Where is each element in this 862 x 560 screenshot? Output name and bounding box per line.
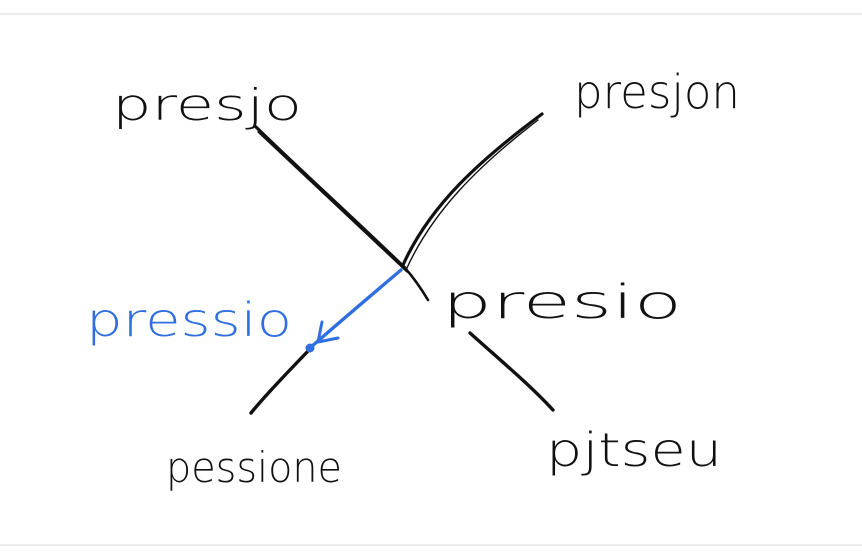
label-bottom-left: pessione (166, 443, 342, 492)
edge-center-tail (403, 266, 430, 302)
label-top-right: presjon (574, 65, 740, 119)
label-top-left: presjo (112, 80, 302, 131)
edge-to-bottom-left (249, 348, 311, 415)
label-center-left: pressio (86, 293, 292, 347)
edge-top-left-to-center-echo (257, 131, 408, 273)
arrow-blue-shaft (309, 268, 403, 349)
edge-top-right-to-center (401, 112, 544, 267)
arrow-blue-head (316, 320, 340, 344)
edge-top-left-to-center (254, 125, 407, 270)
label-center-right: presio (442, 275, 682, 329)
arrow-blue-endpoint (305, 343, 315, 353)
label-bottom-right: pjtseu (546, 423, 722, 477)
edge-to-bottom-right (468, 331, 555, 412)
edge-top-right-to-center-echo (405, 119, 539, 271)
